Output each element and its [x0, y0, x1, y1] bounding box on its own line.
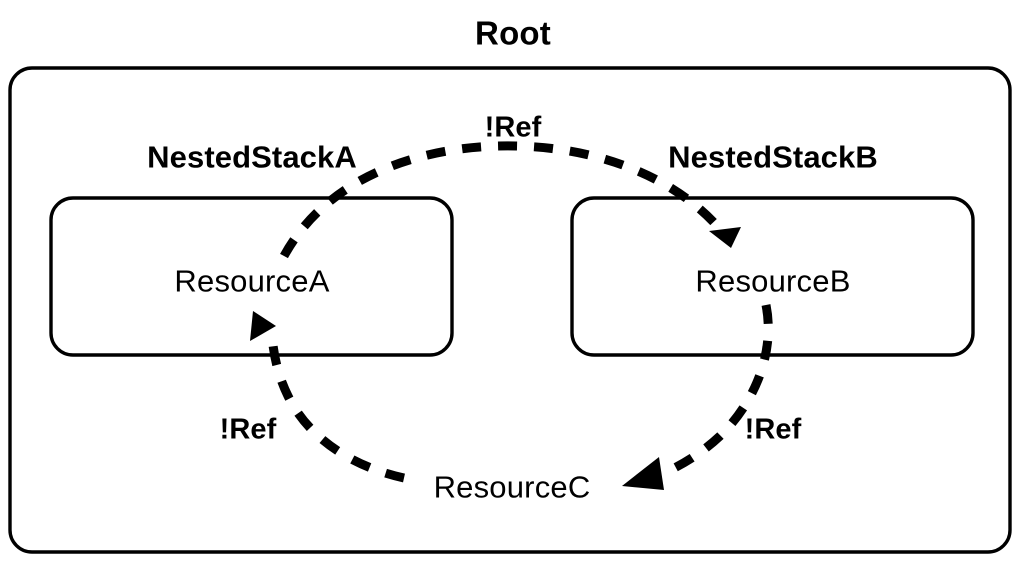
edge-b-to-c-path [662, 304, 773, 478]
nested-stack-a-label: NestedStackA [147, 139, 357, 175]
edge-a-to-b-label: !Ref [484, 111, 542, 144]
nested-stack-b-box [570, 196, 975, 357]
edge-a-to-b-arrowhead [709, 227, 741, 248]
edge-a-to-b-path [280, 141, 728, 259]
edge-c-to-a-label: !Ref [219, 413, 277, 446]
resource-c-label: ResourceC [433, 469, 591, 505]
edge-b-to-c-label: !Ref [744, 413, 802, 446]
edge-b-to-c-arrowhead [622, 457, 664, 490]
nested-stack-a-box [49, 196, 454, 357]
edge-c-to-a-path [267, 333, 405, 483]
edge-c-to-a-arrowhead [250, 311, 276, 341]
page-title: Root [475, 14, 551, 52]
resource-b-label: ResourceB [695, 263, 851, 299]
root-container-box [8, 66, 1012, 554]
resource-a-label: ResourceA [174, 263, 330, 299]
nested-stack-b-label: NestedStackB [668, 139, 878, 175]
